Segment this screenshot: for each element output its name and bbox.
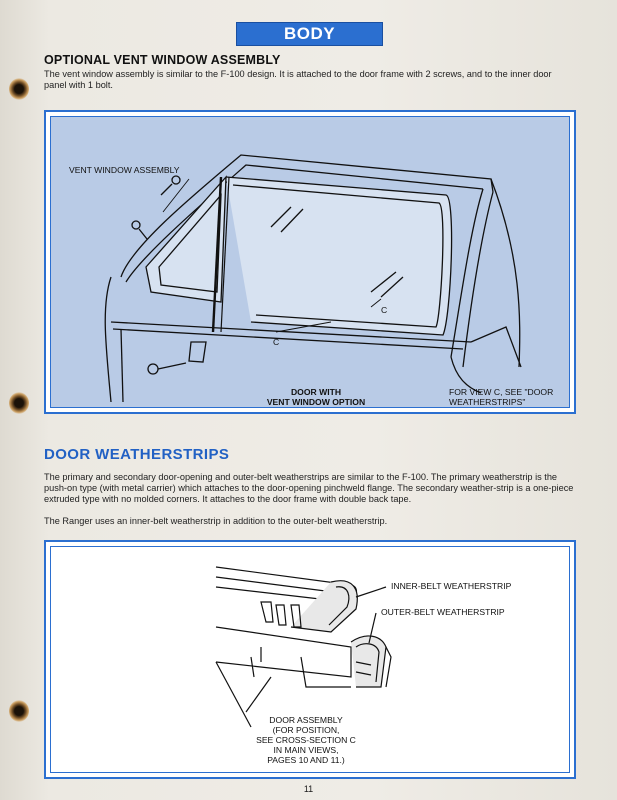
section-header: BODY	[236, 22, 383, 46]
label-view-c: C	[381, 305, 388, 315]
page-number: 11	[303, 784, 314, 794]
figure-door-assembly: INNER-BELT WEATHERSTRIP OUTER-BELT WEATH…	[44, 540, 576, 779]
label-vent-window-assembly: VENT WINDOW ASSEMBLY	[69, 165, 180, 175]
label-inner-belt-weatherstrip: INNER-BELT WEATHERSTRIP	[391, 581, 512, 591]
figure-panel: VENT WINDOW ASSEMBLY C C DOOR WITH VENT …	[50, 116, 570, 408]
figure-door-vent-window: VENT WINDOW ASSEMBLY C C DOOR WITH VENT …	[44, 110, 576, 414]
binder-hole	[9, 392, 29, 414]
figure-caption: DOOR ASSEMBLY (FOR POSITION, SEE CROSS-S…	[231, 715, 381, 765]
caption-line: (FOR POSITION,	[272, 725, 340, 735]
view-c-note: FOR VIEW C, SEE "DOOR WEATHERSTRIPS"	[449, 387, 569, 407]
weatherstrips-paragraph: The primary and secondary door-opening a…	[44, 472, 574, 504]
caption-line: PAGES 10 AND 11.)	[267, 755, 345, 765]
binder-hole	[9, 700, 29, 722]
vent-window-paragraph: The vent window assembly is similar to t…	[44, 69, 552, 90]
caption-line: VENT WINDOW OPTION	[266, 397, 366, 407]
caption-line: DOOR ASSEMBLY	[269, 715, 343, 725]
ranger-paragraph: The Ranger uses an inner-belt weatherstr…	[44, 516, 388, 526]
section-title-door-weatherstrips: DOOR WEATHERSTRIPS	[44, 446, 230, 463]
note-line: WEATHERSTRIPS"	[449, 397, 526, 407]
weatherstrip-illustration	[215, 566, 392, 728]
caption-line: DOOR WITH	[290, 387, 342, 397]
door-illustration	[104, 154, 522, 403]
label-view-c: C	[273, 337, 280, 347]
caption-line: SEE CROSS-SECTION C	[256, 735, 356, 745]
note-line: FOR VIEW C, SEE "DOOR	[449, 387, 554, 397]
section-title-vent-window: OPTIONAL VENT WINDOW ASSEMBLY	[44, 53, 281, 67]
binder-hole	[9, 78, 29, 100]
label-outer-belt-weatherstrip: OUTER-BELT WEATHERSTRIP	[381, 607, 505, 617]
figure-panel: INNER-BELT WEATHERSTRIP OUTER-BELT WEATH…	[50, 546, 570, 773]
figure-caption: DOOR WITH VENT WINDOW OPTION	[251, 387, 381, 407]
caption-line: IN MAIN VIEWS,	[273, 745, 339, 755]
